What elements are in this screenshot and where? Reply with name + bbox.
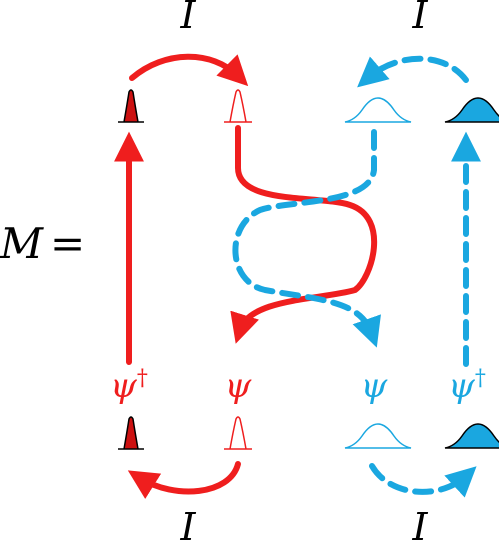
bottom-right-outline-broad-pulse [344, 423, 412, 449]
red-crossing-path [230, 125, 378, 344]
red-left-dagger: † [137, 366, 148, 391]
label-bottom-right-I: I [411, 505, 428, 546]
bottom-left-outline-sharp-pulse [224, 416, 252, 450]
red-top-arc [129, 53, 249, 87]
top-right-outline-broad-pulse [344, 97, 412, 123]
bottom-left-filled-sharp-pulse [118, 416, 144, 450]
blue-right-psi: ψ [448, 366, 475, 406]
equation-equals: = [50, 219, 85, 268]
red-left-psi: ψ [110, 366, 137, 406]
blue-right-dagger: † [475, 366, 486, 391]
blue-crossing-path [232, 129, 381, 348]
blue-bottom-arc [369, 463, 477, 498]
blue-top-arc [357, 55, 469, 88]
blue-right-psi-dagger: ψ† [448, 366, 486, 406]
top-left-filled-sharp-pulse [118, 89, 144, 123]
red-right-psi: ψ [225, 366, 252, 406]
blue-left-psi: ψ [361, 366, 388, 406]
red-bottom-arc [127, 461, 241, 499]
bottom-right-filled-broad-pulse [444, 423, 499, 449]
top-left-outline-sharp-pulse [224, 89, 252, 123]
label-top-right-I: I [411, 0, 428, 37]
equation-lhs: M [0, 219, 44, 268]
label-top-left-I: I [179, 0, 196, 37]
top-right-filled-broad-pulse [444, 97, 499, 123]
red-left-psi-dagger: ψ† [110, 366, 148, 406]
label-bottom-left-I: I [179, 505, 196, 546]
